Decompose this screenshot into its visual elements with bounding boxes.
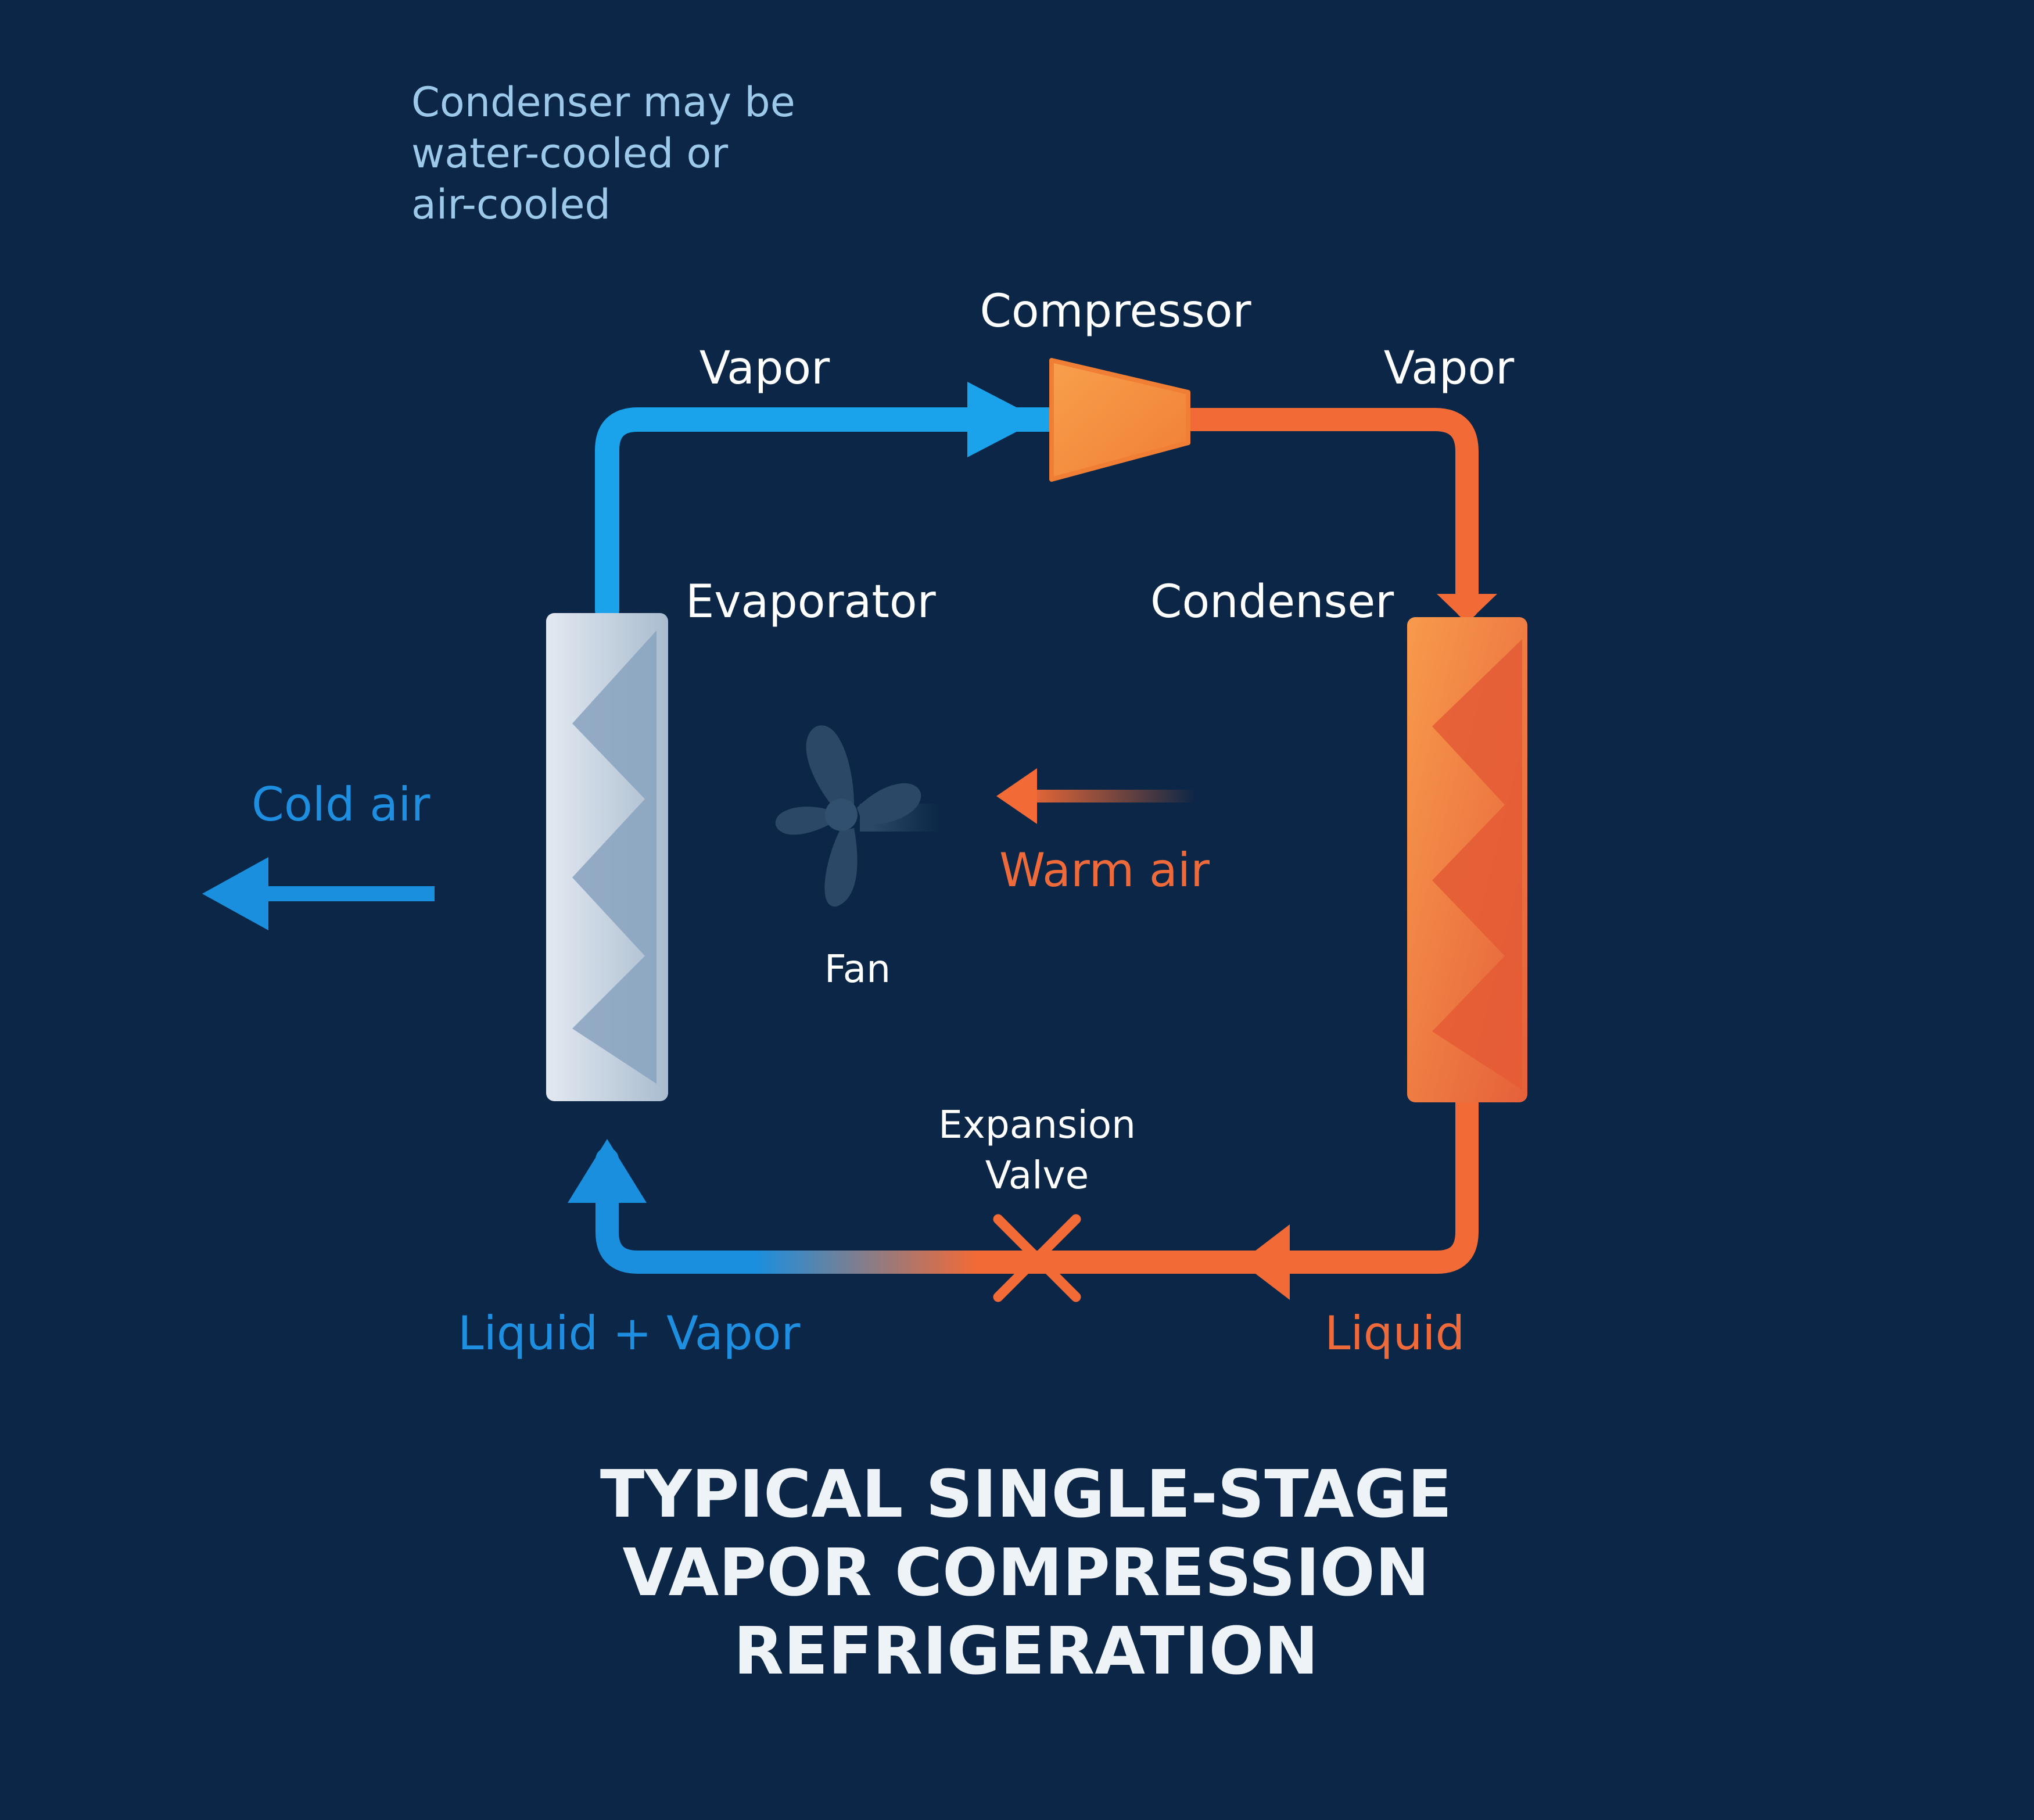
note-line-2: water-cooled or — [411, 130, 728, 177]
evaporator-coil — [546, 613, 668, 1101]
discharge-line — [1168, 408, 1479, 619]
condenser-label: Condenser — [1150, 576, 1394, 628]
compressor-icon — [1049, 358, 1190, 482]
liquid-line — [988, 1090, 1479, 1274]
condenser-coil — [1407, 617, 1527, 1102]
evaporator-label: Evaporator — [686, 576, 937, 628]
fan-label: Fan — [824, 947, 891, 991]
cold-air-label: Cold air — [252, 778, 430, 832]
note-line-3: air-cooled — [411, 181, 611, 228]
cold-air-arrow — [202, 857, 435, 930]
expansion-valve-label-line-2: Valve — [985, 1153, 1089, 1198]
warm-air-arrow — [996, 768, 1197, 824]
compressor-label: Compressor — [980, 285, 1251, 338]
note-line-1: Condenser may be — [411, 78, 795, 126]
vapor-left-label: Vapor — [699, 342, 830, 395]
liquid-label: Liquid — [1325, 1306, 1465, 1360]
title-line-2: VAPOR COMPRESSION — [623, 1535, 1430, 1611]
title-line-3: REFRIGERATION — [734, 1614, 1319, 1689]
title-line-1: TYPICAL SINGLE-STAGE — [600, 1457, 1452, 1532]
warm-air-label: Warm air — [999, 843, 1210, 897]
two-phase-arrow — [568, 1139, 647, 1203]
expansion-valve-label-line-1: Expansion — [938, 1102, 1136, 1147]
diagram-title: TYPICAL SINGLE-STAGE VAPOR COMPRESSION R… — [600, 1457, 1452, 1689]
note: Condenser may be water-cooled or air-coo… — [411, 78, 795, 228]
liquid-vapor-label: Liquid + Vapor — [458, 1306, 800, 1360]
two-phase-line — [596, 1148, 1052, 1274]
suction-arrow — [967, 382, 1040, 457]
discharge-arrow — [1437, 594, 1497, 623]
vapor-right-label: Vapor — [1384, 342, 1515, 395]
fan-icon — [775, 725, 941, 907]
suction-line — [595, 407, 1070, 622]
liquid-arrow — [1240, 1224, 1290, 1300]
expansion-valve-icon — [993, 1214, 1081, 1302]
